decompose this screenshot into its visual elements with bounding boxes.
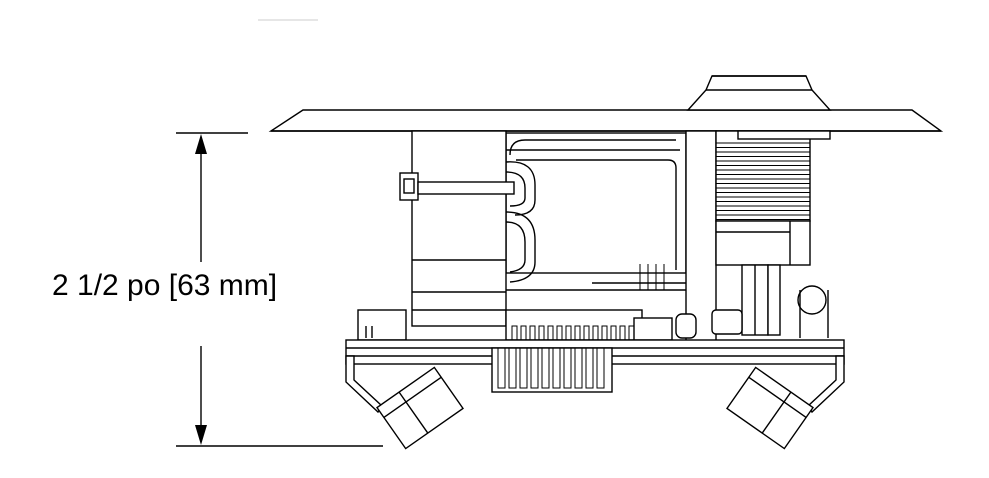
arrow-up-icon	[195, 134, 207, 154]
mounting-flange	[268, 109, 944, 132]
crossover-block	[711, 220, 829, 338]
terminal-slot	[530, 347, 539, 389]
terminal-block	[491, 347, 613, 393]
left-column	[411, 130, 507, 327]
terminal-slot	[585, 347, 594, 389]
center-post	[685, 130, 717, 342]
tweeter-dome	[686, 75, 832, 111]
circuit-board-row	[357, 309, 697, 341]
terminal-slot	[552, 347, 561, 389]
arrow-down-icon	[195, 425, 207, 445]
threaded-tube	[715, 130, 831, 222]
cable-tie	[399, 172, 515, 201]
left-mounting-clamp	[345, 355, 464, 450]
enclosure-body	[505, 132, 690, 291]
terminal-slot	[497, 347, 506, 389]
height-dimension-label: 2 1/2 po [63 mm]	[52, 269, 278, 302]
terminal-slot	[563, 347, 572, 389]
terminal-slot	[508, 347, 517, 389]
right-mounting-clamp	[726, 355, 845, 450]
terminal-slot	[541, 347, 550, 389]
terminal-slot	[519, 347, 528, 389]
terminal-slot	[574, 347, 583, 389]
terminal-slot	[596, 347, 605, 389]
height-dimension	[176, 132, 383, 447]
